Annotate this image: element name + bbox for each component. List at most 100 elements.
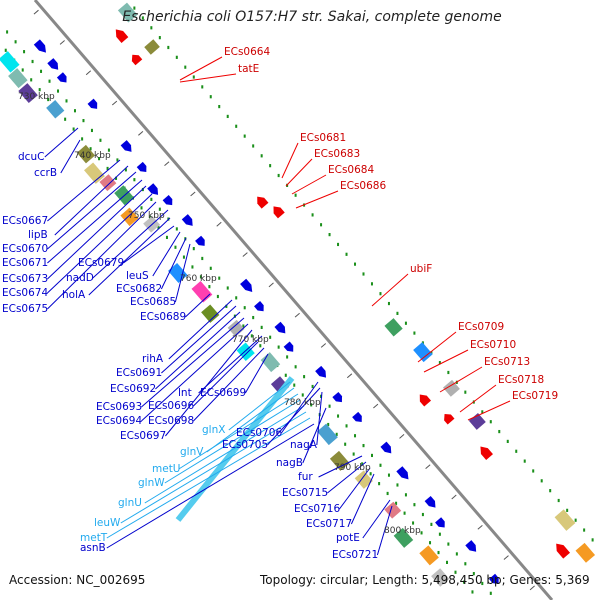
label-leader <box>228 381 291 431</box>
gene-label: ubiF <box>410 263 432 275</box>
forward-gene-arrow <box>47 58 59 70</box>
gc-dot <box>47 97 50 102</box>
label-leader <box>206 387 295 453</box>
gc-dot <box>362 443 365 448</box>
gc-dot <box>148 216 151 220</box>
gc-dot <box>14 40 17 44</box>
gc-dot <box>38 88 41 92</box>
gc-dot <box>583 528 586 532</box>
gc-dot <box>471 590 474 594</box>
forward-gene-arrow <box>254 301 264 312</box>
scale-tick <box>451 494 457 500</box>
label-leader <box>141 317 245 408</box>
accession-text: Accession: NC_002695 <box>9 573 146 587</box>
scale-tick <box>111 100 118 106</box>
gene-label: ECs0684 <box>328 164 374 176</box>
gc-dot <box>116 158 119 162</box>
gc-dot <box>64 117 67 121</box>
gc-dot <box>354 434 357 438</box>
gc-dot <box>532 469 535 473</box>
gc-dot <box>447 542 450 546</box>
gene-label: ECs0717 <box>306 518 352 530</box>
reverse-gene-arrow <box>556 543 571 559</box>
gene-label: potE <box>336 532 360 544</box>
gene-label: ECs0683 <box>314 148 360 160</box>
gc-dot <box>235 296 238 300</box>
label-leader <box>198 335 263 394</box>
gc-dot <box>370 282 373 286</box>
label-leader <box>47 193 153 294</box>
gc-dot <box>31 59 34 64</box>
gc-dot <box>328 233 331 237</box>
gc-dot <box>369 472 372 476</box>
forward-gene-arrow <box>195 235 205 246</box>
gc-dot <box>447 370 450 375</box>
gc-dot <box>90 128 93 133</box>
gc-dot <box>284 373 287 377</box>
gene-label: tatE <box>238 63 259 75</box>
feature-block <box>84 162 105 184</box>
gc-dot <box>23 50 26 54</box>
gc-dot <box>40 69 43 73</box>
scale-label: 790 kbp <box>334 463 371 473</box>
gc-dot <box>243 306 246 310</box>
gc-dot <box>259 344 262 348</box>
forward-gene-arrow <box>33 39 46 53</box>
gc-dot <box>199 275 202 279</box>
gc-dot <box>208 285 211 289</box>
feature-block <box>236 342 255 361</box>
scale-label: 750 kbp <box>128 211 165 221</box>
gc-dot <box>387 473 390 477</box>
reverse-gene-arrow <box>131 54 143 66</box>
feature-block <box>419 545 439 566</box>
forward-gene-arrow <box>181 214 193 226</box>
gene-labels: ECs0664tatEECs0681ECs0683ECs0684ECs0686u… <box>2 46 558 561</box>
label-leader <box>193 341 259 407</box>
scale-label: 730 kbp <box>18 92 55 102</box>
feature-block <box>144 39 160 55</box>
gc-dot <box>540 479 543 483</box>
forward-gene-arrow <box>396 466 409 480</box>
gc-dot <box>81 137 84 141</box>
gene-label: ECs0721 <box>332 549 378 561</box>
gc-dot <box>150 26 153 30</box>
scale-tick <box>216 221 222 227</box>
label-leader <box>47 201 157 310</box>
gc-dot <box>549 489 552 493</box>
gc-dot <box>157 225 160 230</box>
label-leader <box>47 159 121 222</box>
gc-dot <box>167 45 170 50</box>
gc-dot <box>107 148 110 152</box>
forward-gene-arrow <box>352 411 362 423</box>
gc-dot <box>235 124 238 128</box>
label-leader <box>165 329 253 437</box>
gc-dot <box>438 361 441 365</box>
label-leader <box>371 273 409 307</box>
gc-dot <box>209 95 212 99</box>
label-leader <box>141 323 249 422</box>
gc-dot <box>344 442 347 446</box>
feature-block <box>393 527 414 548</box>
scale-tick <box>399 434 405 439</box>
gc-dot <box>506 439 509 444</box>
feature-block <box>575 542 596 563</box>
scale-label: 740 kbp <box>74 151 111 161</box>
rna-cluster-bar <box>175 376 295 522</box>
gc-dot <box>242 324 245 328</box>
feature-block <box>120 207 139 227</box>
gc-dot <box>464 390 467 394</box>
gene-label: ECs0689 <box>140 311 186 323</box>
scale-tick <box>373 403 379 409</box>
gc-dot <box>225 304 228 308</box>
gc-dot <box>420 531 423 535</box>
gc-dot <box>250 334 253 338</box>
gc-dot <box>82 118 85 123</box>
gene-label: ECs0696 <box>148 400 194 412</box>
gc-dot <box>191 265 194 269</box>
map-title: Escherichia coli O157:H7 str. Sakai, com… <box>122 9 502 25</box>
gc-dot <box>429 541 432 545</box>
label-leader <box>120 411 307 524</box>
gene-label: glnV <box>180 446 204 458</box>
gc-dot <box>515 449 518 453</box>
